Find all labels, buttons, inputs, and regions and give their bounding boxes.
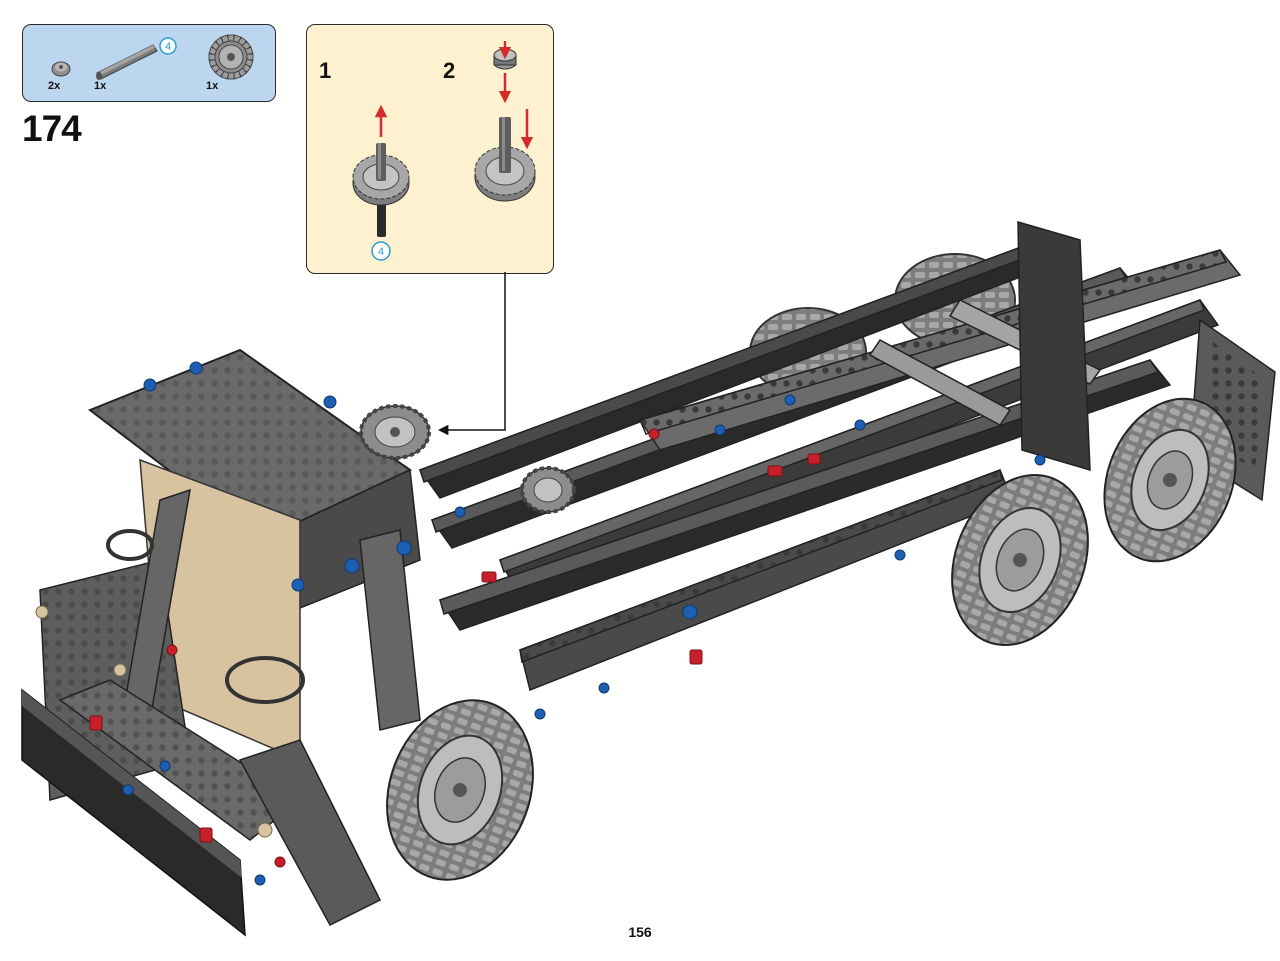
chassis-frame	[418, 239, 1242, 692]
parts-list-box: 4 2x 1x 1x	[22, 24, 276, 102]
axle-qty: 1x	[94, 80, 107, 92]
bush-part-icon	[51, 61, 71, 77]
placed-gear	[359, 404, 431, 460]
tan-pins	[35, 605, 273, 838]
rear-end-plate	[1017, 220, 1276, 502]
sub-assembly-callout: 1 2 4	[306, 24, 554, 274]
callout-art: 4	[352, 41, 536, 261]
parts-list-art: 4	[51, 34, 254, 80]
axle-part-icon	[96, 44, 158, 80]
bush-qty: 2x	[48, 80, 61, 92]
lower-gear	[520, 466, 576, 514]
sub-step-2-number: 2	[443, 58, 456, 83]
step1-gear-assembly	[352, 104, 410, 237]
red-pins	[89, 428, 821, 868]
gear-part-icon	[208, 34, 254, 80]
rear-wheel-right	[1103, 397, 1237, 563]
callout-pointer	[437, 272, 506, 436]
middle-wheel-back-left	[749, 307, 867, 397]
blue-pins	[122, 361, 1046, 886]
cab	[39, 348, 421, 801]
middle-wheel-right	[951, 473, 1089, 647]
step2-assembly	[474, 41, 536, 202]
axle-length-text: 4	[165, 41, 171, 53]
gear-qty: 1x	[206, 80, 219, 92]
step1-axle-length-text: 4	[378, 246, 384, 258]
axle-length-badge: 4	[159, 37, 177, 55]
front-bumper	[21, 679, 382, 937]
front-wheel	[386, 699, 534, 881]
sub-step-1-number: 1	[319, 58, 332, 83]
step-number: 174	[22, 108, 82, 149]
page-number: 156	[628, 924, 652, 940]
rear-wheel-back-left	[894, 253, 1016, 347]
step1-axle-badge: 4	[371, 241, 391, 261]
